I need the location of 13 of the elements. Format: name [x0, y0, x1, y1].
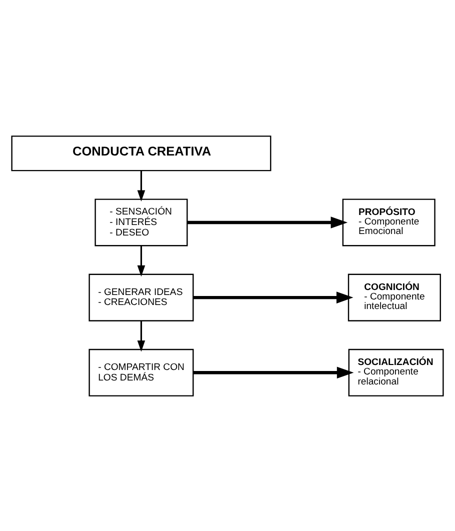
node-box: SOCIALIZACIÓN - Componente relacional	[348, 348, 444, 396]
arrow	[193, 366, 354, 378]
node-box: - SENSACIÓN - INTERÉS - DESEO	[94, 198, 188, 246]
arrow	[187, 216, 348, 228]
node-box: - GENERAR IDEAS - CREACIONES	[88, 273, 194, 321]
node-box: CONDUCTA CREATIVA	[11, 135, 272, 171]
arrow	[137, 320, 146, 352]
arrow	[137, 170, 146, 201]
node-box: PROPÓSITO - Componente Emocional	[342, 198, 436, 246]
arrow	[137, 245, 146, 276]
arrow	[193, 291, 354, 303]
node-box: COGNICIÓN - Componente intelectual	[348, 273, 441, 321]
node-box: - COMPARTIR CON LOS DEMÁS	[88, 348, 194, 396]
